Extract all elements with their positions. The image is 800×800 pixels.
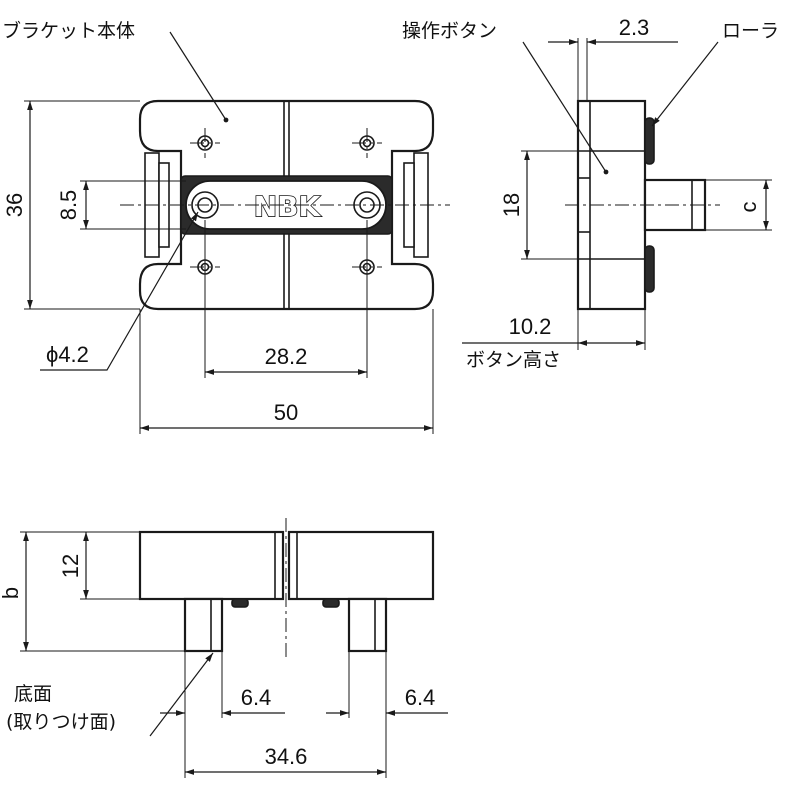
dim-text-12: 12: [58, 554, 83, 578]
button-height-label: ボタン高さ: [466, 349, 561, 371]
operation-button-leader: [522, 41, 609, 175]
roller-under: [322, 598, 340, 608]
dim-text-28-2: 28.2: [265, 344, 308, 369]
roller-under: [231, 598, 249, 608]
dim-text-8-5: 8.5: [56, 190, 81, 221]
front-body-left: [138, 530, 285, 601]
dim-text-34-6: 34.6: [265, 744, 308, 769]
operation-button-label: 操作ボタン: [402, 20, 497, 42]
front-view: b 12 6.4 6.4 34.6 底面 (取りつけ面): [0, 518, 448, 778]
pin-right: [347, 597, 388, 653]
hole-dia-leader: [40, 211, 199, 371]
pin-left: [183, 597, 224, 653]
nbk-logo: NBK: [254, 190, 322, 223]
dim-text-c: c: [736, 202, 761, 213]
nbk-plate: [185, 180, 387, 230]
dim-text-10-2: 10.2: [509, 314, 552, 339]
front-body-right: [287, 530, 435, 601]
top-view: NBK 36 8.5: [2, 19, 450, 434]
bracket-body-leader: [169, 31, 229, 123]
bottom-face-label: 底面: [14, 683, 52, 705]
roller-label: ローラ: [722, 20, 779, 42]
dim-text-2-3: 2.3: [619, 15, 650, 40]
dim-text-18: 18: [499, 193, 524, 217]
dim-text-6-4-right: 6.4: [405, 685, 436, 710]
hole-dia-label: ϕ4.2: [46, 342, 89, 367]
bottom-face-leader: [149, 652, 214, 737]
side-view: 2.3 18 c 10.2 ボタン高さ 操作ボタン ローラ: [402, 15, 779, 371]
mounting-face-label: (取りつけ面): [6, 711, 116, 733]
dim-text-36: 36: [2, 193, 27, 217]
dim-text-6-4-left: 6.4: [241, 685, 272, 710]
roller-leader: [651, 41, 719, 127]
roller-top: [644, 117, 655, 165]
dim-text-50: 50: [274, 400, 298, 425]
bracket-body-label: ブラケット本体: [2, 19, 135, 42]
roller-bottom: [644, 245, 655, 293]
dim-text-b: b: [0, 587, 23, 599]
